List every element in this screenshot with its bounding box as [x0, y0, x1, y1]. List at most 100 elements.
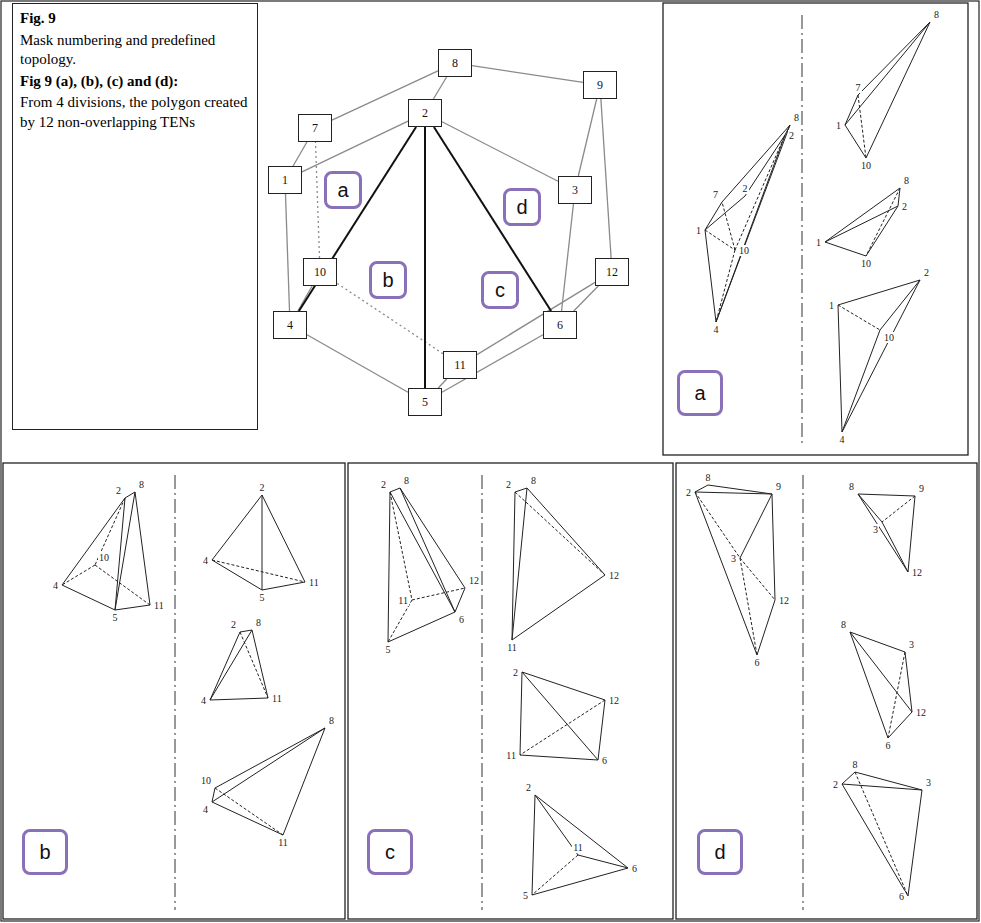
tetra-edge [888, 712, 912, 738]
tetra-edge [532, 868, 628, 895]
vertex-number: 4 [52, 580, 59, 591]
vertex-number: 8 [840, 619, 847, 630]
mask-number-box: 8 [438, 49, 472, 77]
tetra-edge [845, 22, 930, 125]
region-letter-box: d [697, 829, 743, 875]
vertex-number: 2 [259, 482, 266, 493]
prism-edge [442, 335, 543, 393]
node-label: 2 [422, 106, 428, 121]
vertex-number: 8 [403, 475, 410, 486]
vertex-number: 10 [860, 258, 872, 269]
prism-edge [438, 379, 447, 388]
tetra-edge [115, 605, 150, 610]
node-label: 1 [282, 173, 288, 188]
caption-box: Fig. 9Mask numbering and predefined topo… [12, 3, 258, 430]
vertex-number: 1 [695, 225, 702, 236]
hidden-edge [215, 788, 283, 835]
vertex-number: 10 [738, 245, 750, 256]
node-label: b [382, 269, 393, 292]
hidden-edge [838, 305, 880, 330]
tetra-edge [705, 230, 716, 322]
vertex-number: 6 [601, 755, 608, 766]
node-label: a [694, 382, 705, 405]
hidden-edge [735, 135, 785, 250]
tetra-edge [62, 498, 125, 585]
vertex-number: 2 [742, 183, 749, 194]
mask-number-box: 3 [558, 176, 592, 204]
mask-number-box: 5 [408, 388, 442, 416]
node-label: a [337, 179, 348, 202]
vertex-number: 12 [608, 695, 620, 706]
vertex-number: 6 [885, 740, 892, 751]
tetra-edge [212, 495, 262, 560]
hidden-edge [95, 498, 125, 565]
tetra-edge [390, 492, 455, 612]
vertex-number: 9 [775, 481, 782, 492]
tetra-edge [512, 488, 527, 640]
vertex-number: 2 [901, 201, 908, 212]
vertex-number: 3 [730, 553, 737, 564]
vertex-number: 11 [271, 693, 283, 704]
node-label: 5 [422, 395, 428, 410]
vertex-number: 3 [925, 777, 932, 788]
vertex-number: 1 [828, 300, 835, 311]
vertex-number: 4 [202, 804, 209, 815]
hidden-edge [515, 492, 605, 575]
vertex-number: 12 [915, 707, 927, 718]
vertex-number: 4 [839, 434, 846, 445]
vertex-number: 11 [397, 595, 409, 606]
vertex-number: 11 [506, 642, 518, 653]
vertex-number: 12 [911, 567, 923, 578]
division-line [434, 127, 551, 311]
node-label: c [495, 279, 505, 302]
hidden-edge [532, 855, 578, 895]
tetra-edge [908, 790, 922, 896]
vertex-number: 10 [200, 775, 212, 786]
caption-text: From 4 divisions, the polygon created by… [20, 93, 250, 132]
vertex-number: 8 [705, 472, 712, 483]
vertex-number: 2 [832, 779, 839, 790]
tetra-edge [455, 588, 465, 612]
vertex-number: 6 [631, 863, 638, 874]
prism-edge [293, 142, 307, 166]
vertex-number: 2 [230, 619, 237, 630]
vertex-number: 5 [112, 612, 119, 623]
region-letter-box: c [367, 829, 413, 875]
prism-edge [285, 194, 289, 311]
tetra-edge [212, 788, 215, 802]
tetra-edge [716, 125, 790, 322]
prism-edge [574, 286, 599, 311]
tetra-edge [825, 242, 866, 256]
hidden-edge [888, 652, 905, 738]
tetra-edge [598, 700, 605, 760]
region-letter-box: d [503, 188, 541, 226]
prism-edge [298, 286, 312, 311]
node-label: 4 [287, 318, 293, 333]
mask-number-box: 7 [298, 114, 332, 142]
region-letter-box: b [369, 261, 407, 299]
tetra-edge [858, 22, 930, 95]
tetra-edge [262, 495, 263, 590]
mask-number-box: 2 [408, 99, 442, 127]
dash-dot-divider [175, 475, 176, 910]
tetra-edge [908, 496, 915, 572]
node-label: 10 [314, 265, 326, 280]
tetra-edge [842, 280, 920, 432]
hidden-edge [722, 202, 735, 250]
vertex-number: 2 [115, 485, 122, 496]
vertex-number: 2 [525, 782, 532, 793]
tetra-edge [905, 652, 912, 712]
prism-edge [332, 71, 438, 120]
tetra-edge [745, 135, 785, 196]
vertex-number: 2 [380, 479, 387, 490]
tetra-edge [252, 630, 268, 698]
vertex-number: 3 [908, 639, 915, 650]
node-label: 9 [597, 78, 603, 93]
caption-text: Fig. 9 [20, 9, 250, 29]
tetra-edge [705, 202, 722, 230]
hidden-edge [740, 558, 757, 655]
vertex-number: 3 [872, 524, 879, 535]
tetra-edge [880, 280, 920, 330]
hidden-edge [520, 700, 605, 755]
